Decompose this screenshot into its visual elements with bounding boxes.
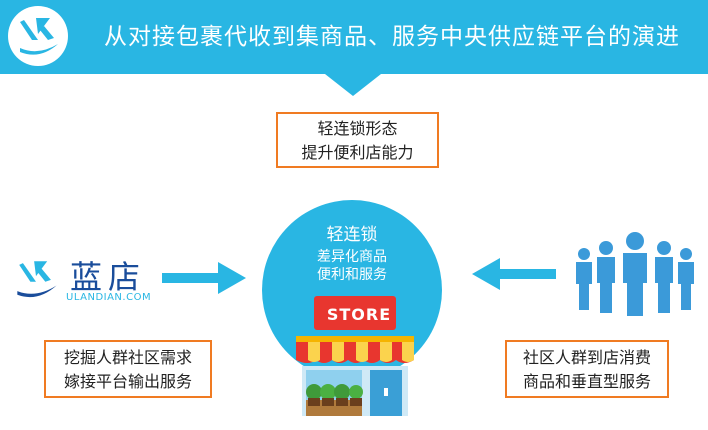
center-title: 轻连锁 bbox=[326, 225, 378, 245]
header-logo bbox=[8, 6, 68, 66]
ulandian-logo-icon bbox=[20, 18, 58, 55]
mine-community-demand-box: 挖掘人群社区需求 嫁接平台输出服务 bbox=[44, 340, 212, 398]
left-box-line2: 嫁接平台输出服务 bbox=[63, 372, 192, 391]
center-line2: 便利和服务 bbox=[317, 267, 387, 283]
header-title: 从对接包裹代收到集商品、服务中央供应链平台的演进 bbox=[104, 24, 680, 50]
right-box-line1: 社区人群到店消费 bbox=[522, 348, 651, 367]
light-chain-form-line1: 轻连锁形态 bbox=[317, 119, 398, 138]
light-chain-form-box: 轻连锁形态 提升便利店能力 bbox=[276, 112, 439, 168]
crowd-icon bbox=[576, 232, 694, 316]
brand-domain: ULANDIAN.COM bbox=[66, 292, 152, 303]
right-arrow-icon bbox=[162, 262, 246, 294]
header-banner: 从对接包裹代收到集商品、服务中央供应链平台的演进 bbox=[0, 0, 708, 74]
left-arrow-icon bbox=[472, 258, 556, 290]
center-line1: 差异化商品 bbox=[317, 249, 387, 265]
left-box-line1: 挖掘人群社区需求 bbox=[63, 348, 192, 367]
storefront-icon bbox=[296, 296, 414, 416]
ulandian-logo-icon bbox=[17, 261, 57, 298]
header-pointer bbox=[325, 74, 381, 96]
right-box-line2: 商品和垂直型服务 bbox=[522, 372, 651, 391]
community-consumption-box: 社区人群到店消费 商品和垂直型服务 bbox=[505, 340, 669, 398]
light-chain-form-line2: 提升便利店能力 bbox=[301, 143, 414, 162]
brand-name: 蓝店 bbox=[70, 258, 147, 296]
store-sign: STORE bbox=[326, 305, 392, 324]
